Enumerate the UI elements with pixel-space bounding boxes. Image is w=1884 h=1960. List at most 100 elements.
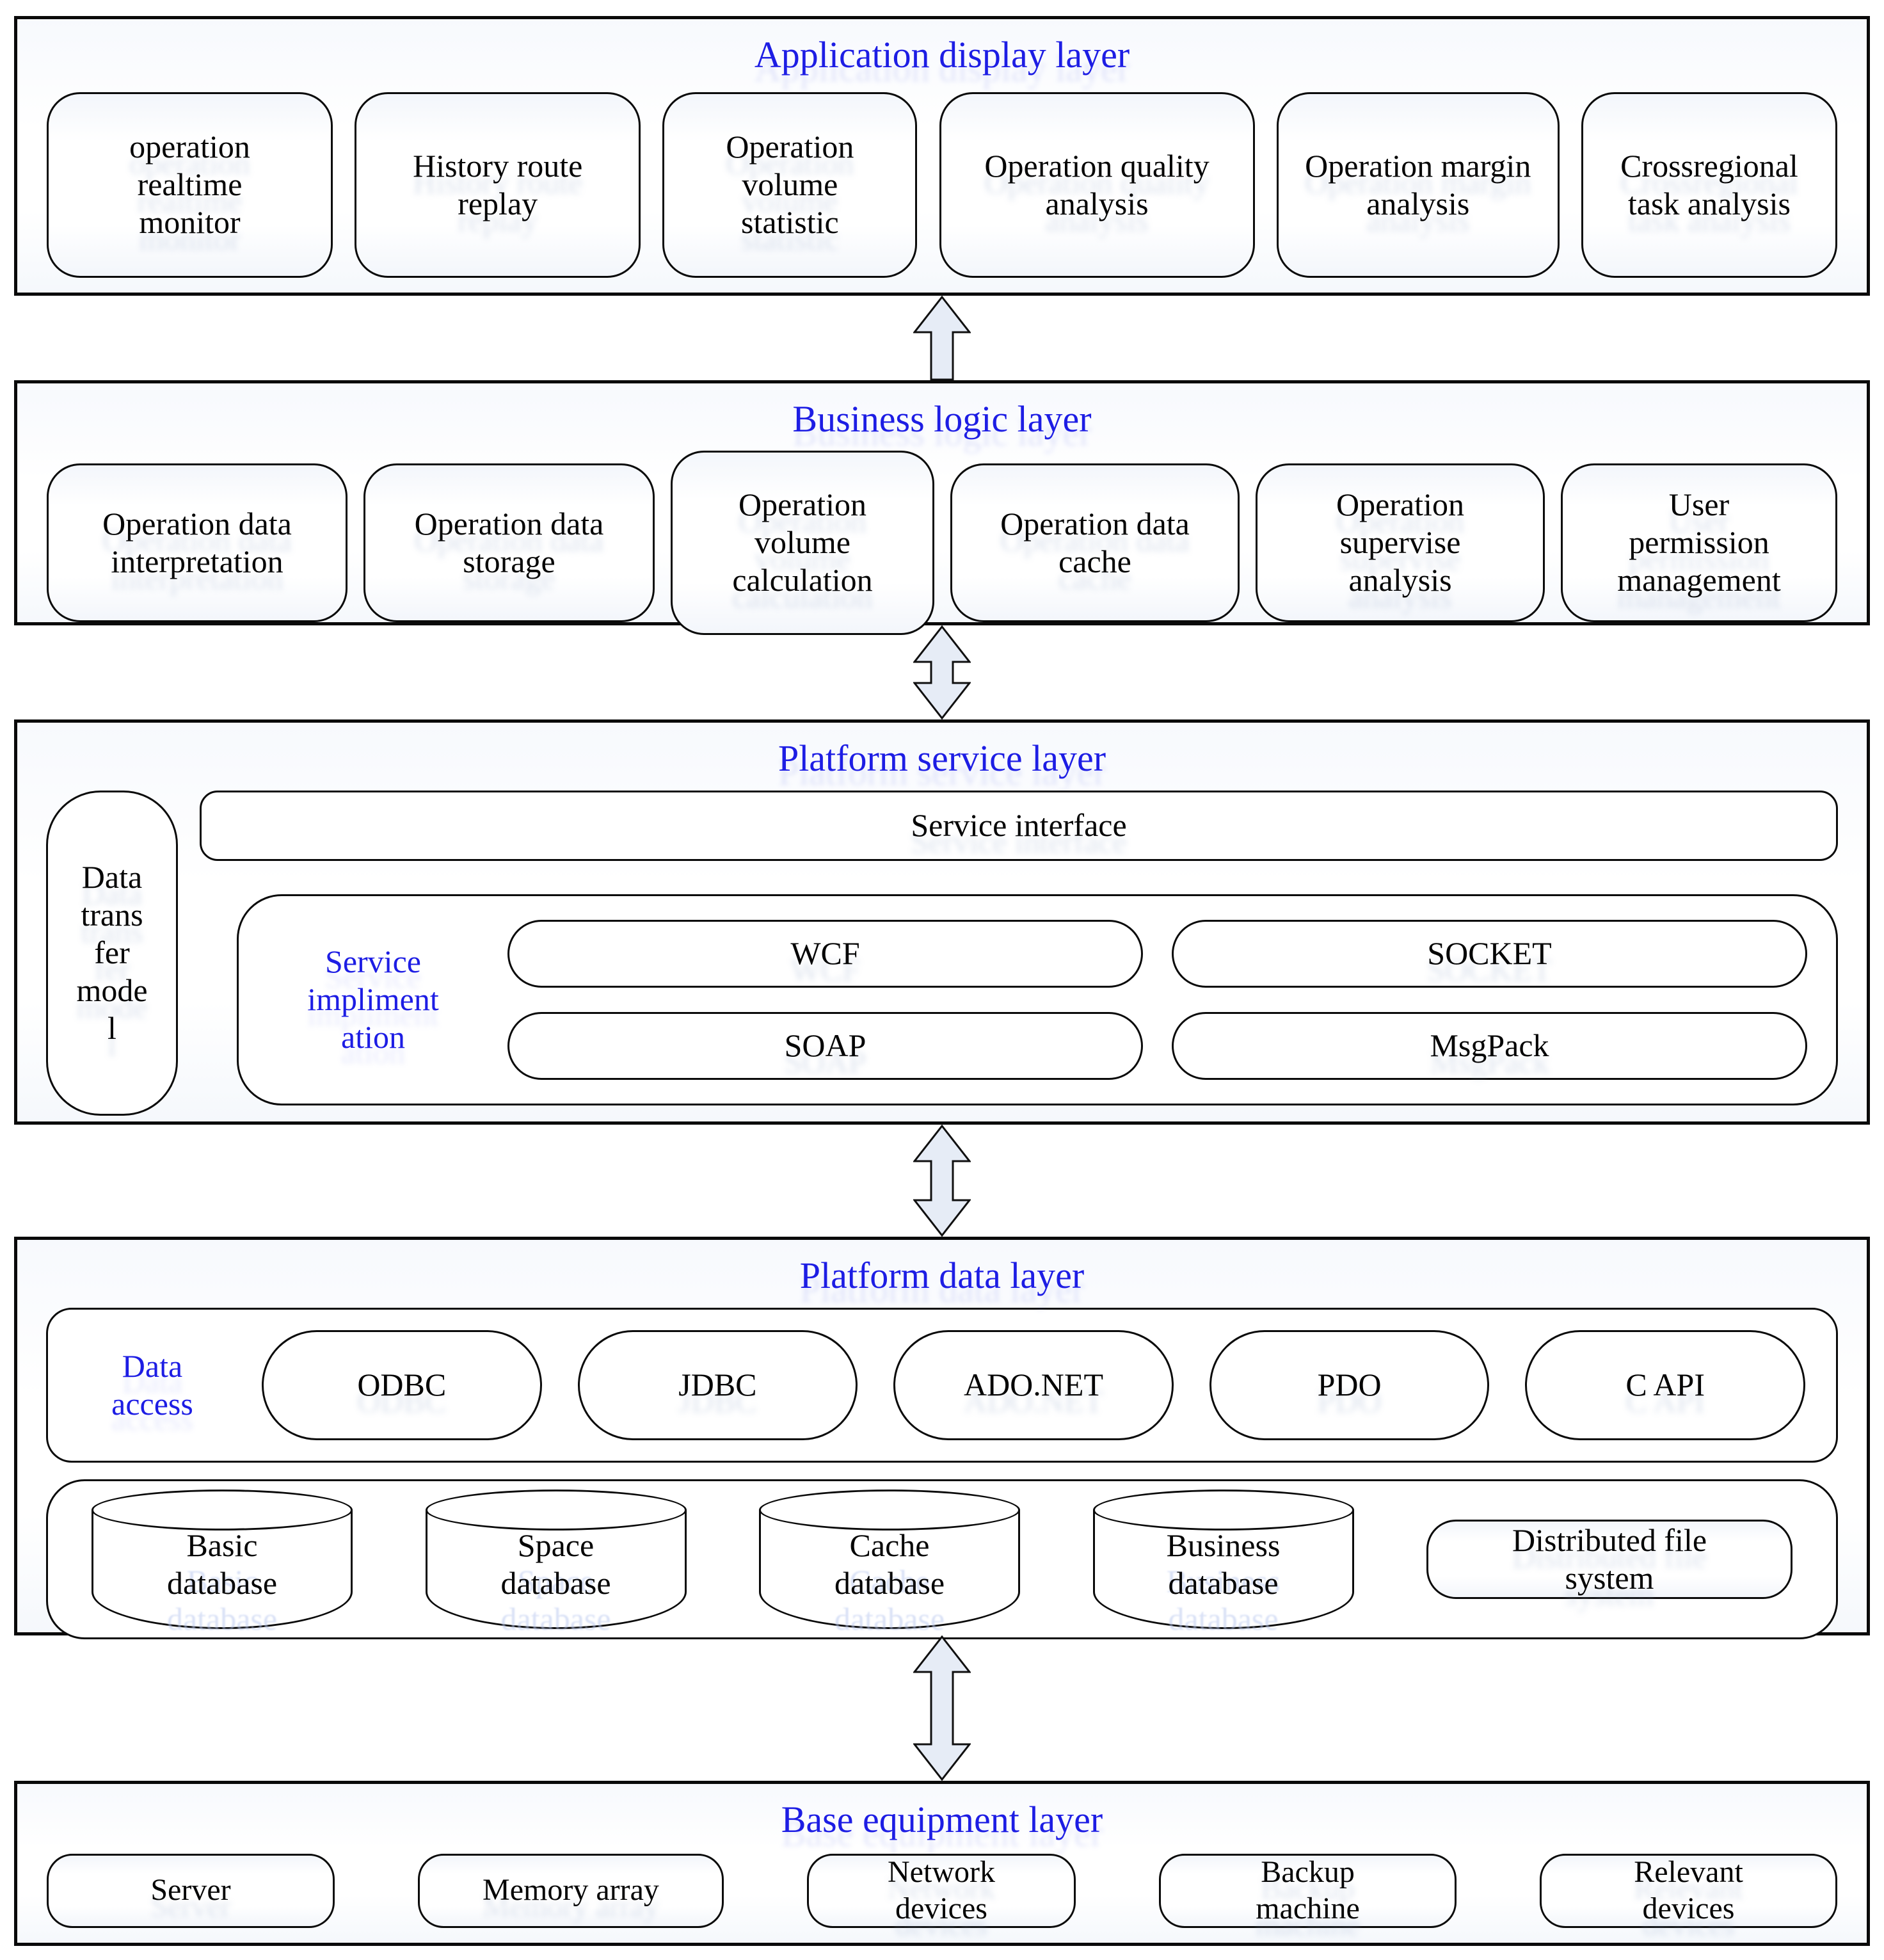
box-operation-realtime-monitor: operation realtime monitor [47,92,333,278]
box-history-route-replay: History route replay [355,92,641,278]
capsule-jdbc: JDBC [577,1329,858,1440]
capsule-label: C API [1625,1367,1705,1403]
box-data-transfer-model: Data trans fer mode l [46,790,178,1116]
database-label: Basic database [166,1527,278,1601]
business-logic-layer-title: Business logic layer [792,398,1092,440]
cylinder-top [1092,1489,1354,1530]
box-label: Distributed file system [1512,1522,1707,1596]
capsule-label: PDO [1317,1367,1382,1403]
capsule-msgpack: MsgPack [1172,1011,1807,1080]
box-network-devices: Network devices [807,1853,1076,1928]
box-label: Operation data interpretation [102,505,292,579]
service-right-column: Service interface Service impliment atio… [200,790,1838,1116]
capsule-adonet: ADO.NET [893,1329,1174,1440]
box-server: Server [47,1853,335,1928]
layer-platform-data: Platform data layer Data access ODBC JDB… [14,1237,1870,1639]
box-label: Operation volume calculation [732,486,873,598]
box-label: Operation margin analysis [1305,147,1531,221]
cylinder-space-database: Space database [425,1489,687,1629]
capsule-label: ADO.NET [963,1367,1103,1403]
cylinder-top [92,1489,353,1530]
data-transfer-line: l [108,1010,116,1047]
platform-service-content: Data trans fer mode l Service interface … [17,790,1867,1116]
box-user-permission-management: User permission management [1561,463,1837,622]
box-memory-array: Memory array [418,1853,724,1928]
box-label: operation realtime monitor [129,129,250,241]
layer-base-equipment: Base equipment layer Server Memory array… [14,1781,1870,1946]
impl-label-line: Service [325,944,421,980]
double-arrow-icon [912,1124,972,1240]
box-label: Service interface [911,807,1127,844]
base-equipment-layer-title: Base equipment layer [781,1799,1103,1840]
cylinder-top [759,1489,1020,1530]
layer-platform-service: Platform service layer Data trans fer mo… [14,719,1870,1125]
box-operation-volume-calculation: Operation volume calculation [671,450,934,635]
capsule-soap: SOAP [507,1011,1143,1080]
box-label: Memory array [483,1873,659,1908]
databases-container: Basic database Space database Cache data… [46,1479,1838,1639]
box-distributed-file-system: Distributed file system [1426,1519,1792,1599]
box-label: History route replay [413,147,583,221]
capsule-odbc: ODBC [262,1329,542,1440]
box-crossregional-task-analysis: Crossregional task analysis [1581,92,1837,278]
capsule-wcf: WCF [507,919,1143,988]
up-arrow-icon [912,295,972,383]
database-label: Business database [1166,1527,1281,1601]
box-label: Operation volume statistic [726,129,854,241]
equipment-boxes-row: Server Memory array Network devices Back… [17,1849,1867,1932]
box-label: Server [150,1873,231,1908]
capsule-pdo: PDO [1209,1329,1490,1440]
double-arrow-icon [912,625,972,723]
capsule-label: MsgPack [1430,1027,1549,1064]
box-label: Operation data storage [414,505,604,579]
box-operation-data-storage: Operation data storage [363,463,655,622]
service-implementation-label: Service impliment ation [267,943,479,1056]
box-label: User permission management [1617,486,1781,598]
data-transfer-line: fer [94,935,130,971]
box-label: Operation supervise analysis [1336,486,1464,598]
box-operation-quality-analysis: Operation quality analysis [939,92,1255,278]
data-access-container: Data access ODBC JDBC ADO.NET PDO C API [46,1307,1838,1463]
implementation-column-right: SOCKET MsgPack [1172,919,1807,1080]
box-operation-volume-statistic: Operation volume statistic [662,92,918,278]
platform-service-layer-title: Platform service layer [778,737,1106,779]
data-transfer-line: trans [81,897,143,933]
box-relevant-devices: Relevant devices [1540,1853,1837,1928]
capsule-capi: C API [1525,1329,1805,1440]
data-access-label: Data access [79,1347,226,1423]
capsule-label: SOAP [784,1027,866,1064]
database-label: Space database [500,1527,611,1601]
impl-label-line: impliment [307,981,439,1018]
data-access-line: access [111,1385,193,1422]
box-label: Relevant devices [1634,1855,1743,1925]
capsule-label: SOCKET [1427,935,1552,972]
double-arrow-icon [912,1635,972,1784]
cylinder-top [425,1489,687,1530]
box-label: Operation quality analysis [984,147,1209,221]
box-operation-data-cache: Operation data cache [950,463,1240,622]
box-label: Operation data cache [1000,505,1190,579]
box-label: Crossregional task analysis [1620,147,1798,221]
capsule-label: JDBC [678,1367,757,1403]
cylinder-basic-database: Basic database [92,1489,353,1629]
box-backup-machine: Backup machine [1159,1853,1457,1928]
cylinder-cache-database: Cache database [759,1489,1020,1629]
box-service-interface: Service interface [200,790,1838,861]
application-display-layer-title: Application display layer [754,34,1130,76]
capsule-socket: SOCKET [1172,919,1807,988]
service-implementation-container: Service impliment ation WCF SOAP SOCKET … [237,894,1838,1105]
database-label: Cache database [834,1527,945,1601]
box-label: Backup machine [1256,1855,1360,1925]
box-operation-data-interpretation: Operation data interpretation [47,463,347,622]
application-boxes-row: operation realtime monitor History route… [17,91,1867,279]
cylinder-business-database: Business database [1092,1489,1354,1629]
impl-label-line: ation [341,1019,405,1056]
data-access-line: Data [122,1347,183,1384]
layer-application-display: Application display layer operation real… [14,16,1870,296]
data-transfer-line: Data [81,859,143,896]
logic-boxes-row: Operation data interpretation Operation … [17,450,1867,636]
box-operation-supervise-analysis: Operation supervise analysis [1256,463,1545,622]
box-label: Network devices [888,1855,995,1925]
box-operation-margin-analysis: Operation margin analysis [1276,92,1560,278]
capsule-label: ODBC [357,1367,447,1403]
